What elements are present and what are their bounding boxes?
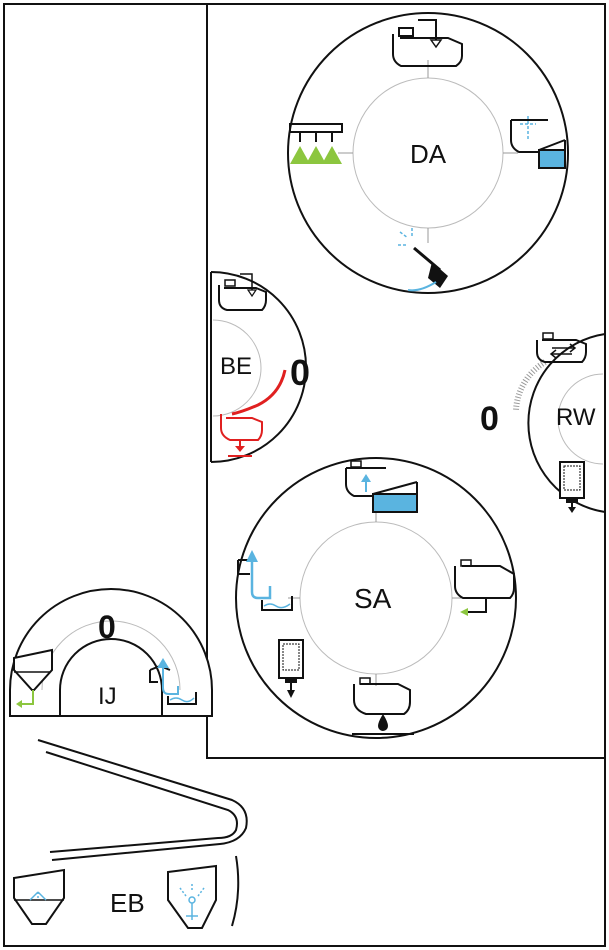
be-value: 0 <box>290 352 310 393</box>
be-level-arc <box>231 369 287 416</box>
ij-inner-arc <box>59 638 163 716</box>
da-dial[interactable]: DA <box>287 12 569 294</box>
tank-drain-droplet-icon[interactable] <box>352 677 414 735</box>
be-label: BE <box>220 353 252 380</box>
sa-label: SA <box>354 583 392 614</box>
tank-suction-icon[interactable] <box>454 559 515 616</box>
tank-drain-icon[interactable] <box>220 414 263 457</box>
eb-label: EB <box>110 888 145 918</box>
hopper-edge-inner <box>45 751 238 853</box>
tank-to-rinse-tank-icon[interactable] <box>345 460 418 513</box>
pressure-washer-icon[interactable] <box>398 228 448 292</box>
boom-spray-icon[interactable] <box>289 123 343 164</box>
rw-dial[interactable]: RW 0 <box>480 332 606 513</box>
da-label: DA <box>410 139 447 169</box>
rinse-water-icon[interactable] <box>237 550 293 611</box>
be-inner-arc <box>212 319 262 417</box>
ij-label: IJ <box>98 683 117 710</box>
rw-label: RW <box>556 404 596 431</box>
rw-value: 0 <box>480 400 499 438</box>
da-outer-ring <box>287 12 569 294</box>
filter-icon[interactable] <box>559 461 585 513</box>
induction-hopper-icon[interactable] <box>13 648 53 708</box>
filter-icon[interactable] <box>278 639 304 698</box>
ij-value: 0 <box>98 609 116 645</box>
be-dial[interactable]: BE 0 <box>210 271 310 463</box>
hopper-edge-outer <box>37 739 248 861</box>
be-outer-arc <box>210 271 307 463</box>
panel-frame <box>206 4 605 759</box>
tank-fill-icon[interactable] <box>392 19 463 67</box>
hopper-nozzle-icon[interactable] <box>167 864 217 929</box>
tank-fill-icon[interactable] <box>218 273 267 311</box>
outer-frame <box>3 3 606 947</box>
rw-inner-arc <box>557 373 604 465</box>
tank-recirculate-icon[interactable] <box>536 332 587 363</box>
sa-outer-ring <box>235 457 517 739</box>
rinse-water-icon[interactable] <box>149 658 197 705</box>
eb-area[interactable]: EB <box>13 739 248 929</box>
sa-dial[interactable]: SA <box>235 457 517 739</box>
hopper-rinse-icon[interactable] <box>13 868 65 925</box>
tank-rinse-icon[interactable] <box>510 116 566 169</box>
ij-dial[interactable]: 0 IJ <box>9 588 213 717</box>
